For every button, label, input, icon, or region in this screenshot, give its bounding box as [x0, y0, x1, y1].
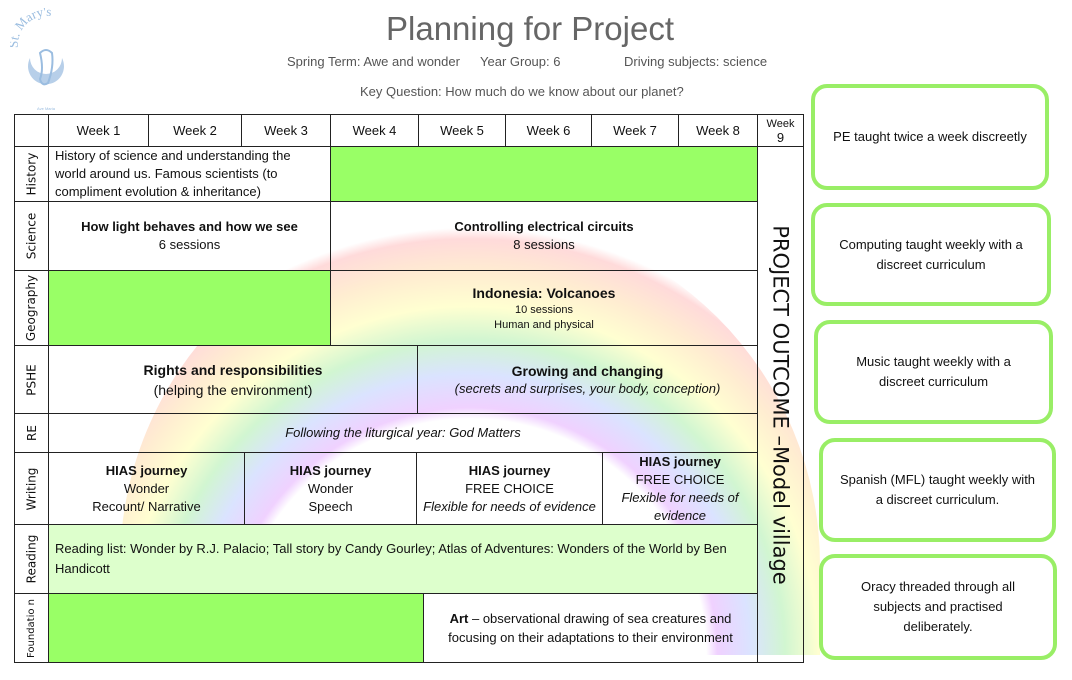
week-header: Week 8: [678, 114, 758, 147]
week-header: Week 7: [591, 114, 679, 147]
row-label-re: RE: [14, 413, 49, 453]
week9-l1: Week: [766, 117, 795, 130]
row-label-pshe: PSHE: [14, 345, 49, 414]
geography-green-block: [48, 270, 331, 346]
svg-text:St. Mary's: St. Mary's: [10, 8, 52, 48]
reading-cell: Reading list: Wonder by R.J. Palacio; Ta…: [48, 524, 758, 594]
row-label-reading: Reading: [14, 524, 49, 594]
note-box-music: Music taught weekly with a discreet curr…: [814, 320, 1053, 424]
corner-cell: [14, 114, 49, 147]
week-header: Week 4: [330, 114, 419, 147]
re-cell: Following the liturgical year: God Matte…: [48, 413, 758, 453]
note-box-oracy: Oracy threaded through all subjects and …: [819, 554, 1057, 660]
row-label-writing: Writing: [14, 452, 49, 525]
row-label-science: Science: [14, 201, 49, 271]
driving-subjects: Driving subjects: science: [624, 54, 768, 69]
foundation-art-cell: Art – observational drawing of sea creat…: [423, 593, 758, 663]
history-cell: History of science and understanding the…: [48, 146, 331, 202]
note-box-computing: Computing taught weekly with a discreet …: [811, 203, 1051, 306]
project-outcome-cell: PROJECT OUTCOME –Model village: [757, 146, 804, 663]
week-header: Week 2: [148, 114, 242, 147]
pshe-cell-rights: Rights and responsibilities(helping the …: [48, 345, 418, 414]
week-header: Week 1: [48, 114, 149, 147]
project-outcome-text: PROJECT OUTCOME –Model village: [768, 224, 793, 585]
week-header: Week 5: [418, 114, 506, 147]
note-box-pe: PE taught twice a week discreetly: [811, 84, 1049, 190]
week9-l2: 9: [776, 129, 785, 145]
row-label-foundation: Foundatio n: [14, 593, 49, 663]
svg-text:Ave Maria: Ave Maria: [37, 106, 56, 111]
week-header: Week 6: [505, 114, 592, 147]
row-label-history: History: [14, 146, 49, 202]
key-question: Key Question: How much do we know about …: [360, 84, 684, 99]
history-green-block: [330, 146, 758, 202]
year-group: Year Group: 6: [480, 54, 561, 69]
week-header: Week 3: [241, 114, 331, 147]
row-label-geography: Geography: [14, 270, 49, 346]
pshe-cell-growing: Growing and changing(secrets and surpris…: [417, 345, 758, 414]
term: Spring Term: Awe and wonder: [287, 54, 460, 69]
note-box-spanish: Spanish (MFL) taught weekly with a discr…: [819, 438, 1056, 542]
foundation-green-block: [48, 593, 424, 663]
page-title: Planning for Project: [386, 10, 674, 47]
